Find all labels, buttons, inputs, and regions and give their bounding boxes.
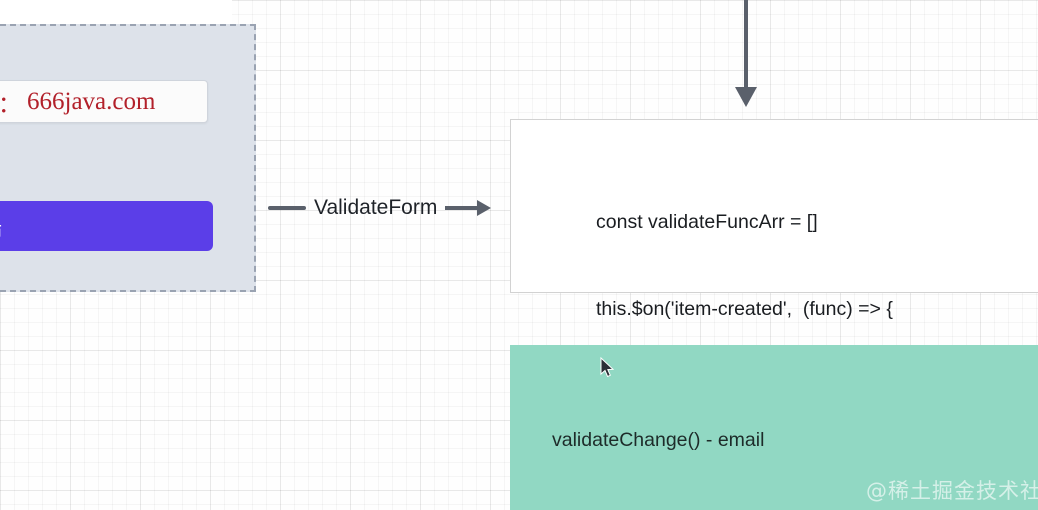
mouse-pointer-icon [600,357,615,378]
code-line-2: this.$on('item-created', (func) => { [596,298,893,320]
validateform-connector: ValidateForm [268,192,493,224]
email-field[interactable]: 年： 666java.com [0,80,208,123]
connector-line [268,206,306,210]
login-button-label: 登陆 [0,210,2,242]
email-field-label: 年： [0,91,21,117]
email-field-value: 666java.com [27,87,156,115]
green-line-1: validateChange() - email [552,429,765,451]
code-line-1: const validateFuncArr = [] [596,211,818,233]
arrow-right-icon [445,200,492,216]
validate-change-text: validateChange() - email validateChange(… [552,368,807,510]
login-button[interactable]: 登陆 [0,201,213,251]
validateform-label: ValidateForm [314,196,438,219]
browser-top-strip [0,0,232,24]
watermark-text: @稀土掘金技术社区 [866,479,1038,503]
validate-change-box: validateChange() - email validateChange(… [510,345,1038,510]
arrow-down-icon [735,0,757,107]
login-form-panel[interactable] [0,24,256,292]
code-snippet-box: const validateFuncArr = [] this.$on('ite… [510,119,1038,494]
